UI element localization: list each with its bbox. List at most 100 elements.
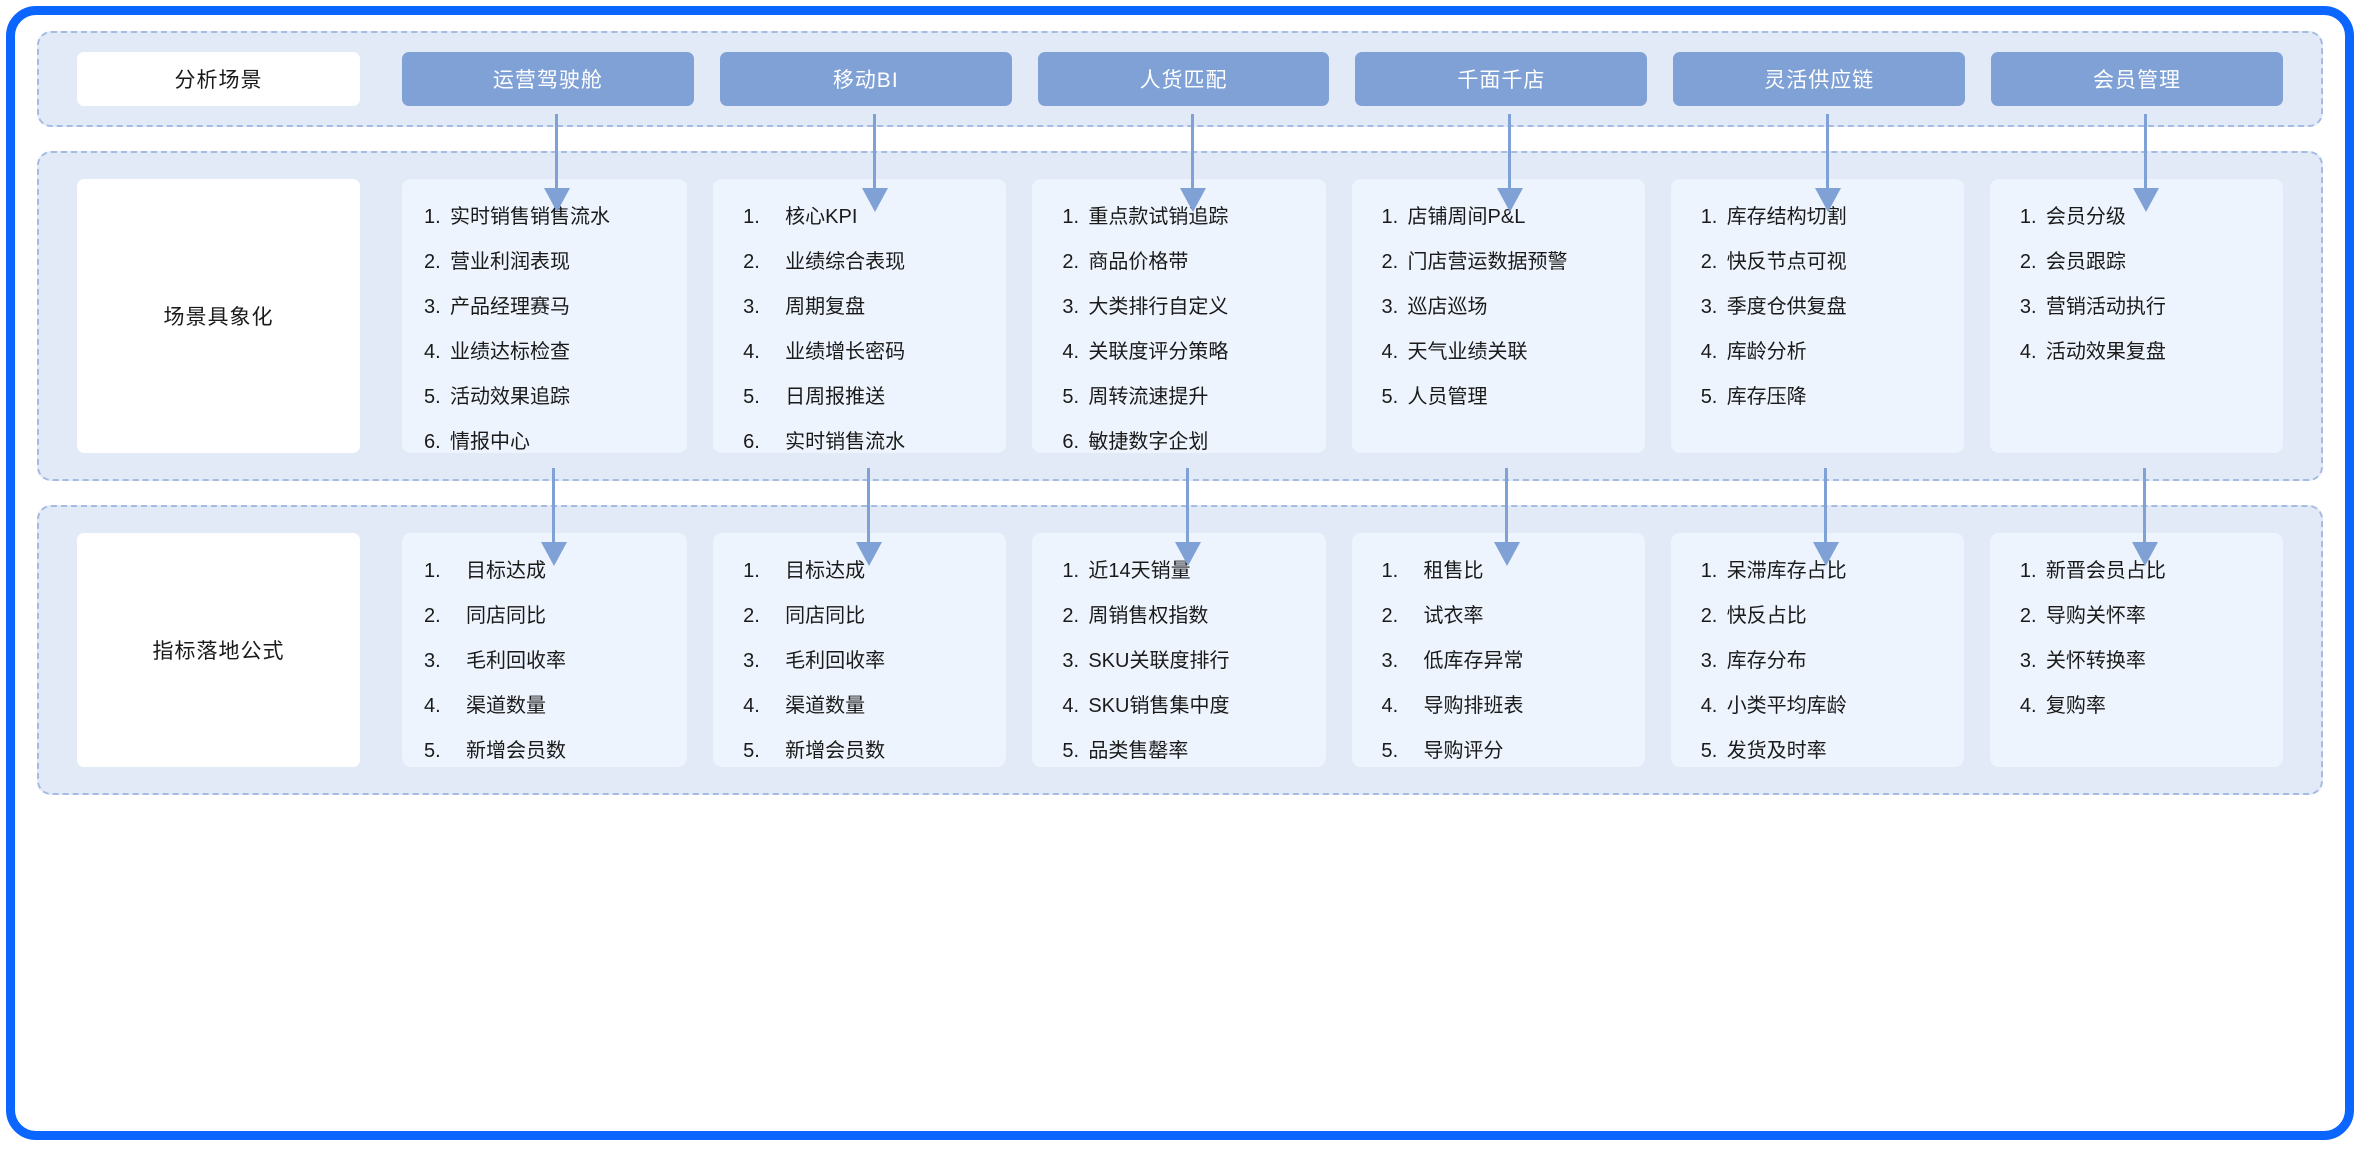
section-analysis-scenarios: 分析场景 运营驾驶舱移动BI 人货匹配千面千店灵活供应链会员管理 xyxy=(37,31,2323,127)
list-item: 3.大类排行自定义 xyxy=(1062,297,1303,317)
list-item-number: 4. xyxy=(743,695,760,717)
list-item: 1.新晋会员占比 xyxy=(2020,561,2261,581)
list-item-label: 业绩达标检查 xyxy=(450,341,570,363)
list-item-label: 呆滞库存占比 xyxy=(1726,560,1847,582)
list-item-label: 情报中心 xyxy=(450,431,530,453)
list-item-number: 2. xyxy=(1381,605,1399,627)
concretization-card-5: 1. 库存结构切割 2.快反节点可视 3.季度仓供复盘 4. 库龄分析 5.库存压降 xyxy=(1670,179,1964,453)
scenario-tab-1[interactable]: 运营驾驶舱 xyxy=(402,52,694,106)
list-item-label: 会员分级 xyxy=(2045,206,2126,228)
list-item: 1.租售比 xyxy=(1382,561,1623,581)
list-item: 2. 门店营运数据预警 xyxy=(1382,252,1623,272)
list-item-label: 店铺周间P&L xyxy=(1407,206,1526,228)
list-item: 2.同店同比 xyxy=(743,606,984,626)
list-item-label: 库存分布 xyxy=(1726,650,1807,672)
list-item: 4.业绩增长密码 xyxy=(743,342,984,362)
list-item-label: 新增会员数 xyxy=(785,740,886,762)
list-item: 2.试衣率 xyxy=(1382,606,1623,626)
list-item-label: 天气业绩关联 xyxy=(1407,341,1528,363)
list-item: 5.日周报推送 xyxy=(743,387,984,407)
list-item: 5.新增会员数 xyxy=(424,741,665,761)
connector-band-1 xyxy=(37,127,2323,151)
list-item-number: 1. xyxy=(424,560,441,582)
list-item-number: 2. xyxy=(424,251,441,273)
list-item-number: 4. xyxy=(1700,695,1718,717)
list-item: 2. 会员跟踪 xyxy=(2020,252,2261,272)
row-label-analysis-scenarios: 分析场景 xyxy=(77,52,360,106)
list-item-number: 2. xyxy=(2019,251,2037,273)
list-item: 4.天气业绩关联 xyxy=(1382,342,1623,362)
list-item: 5.新增会员数 xyxy=(743,741,984,761)
list-item: 1.呆滞库存占比 xyxy=(1701,561,1942,581)
list-item-number: 6. xyxy=(424,431,441,453)
list-item-number: 5. xyxy=(1062,740,1080,762)
list-item: 1.近14天销量 xyxy=(1062,561,1303,581)
list-item: 5.库存压降 xyxy=(1701,387,1942,407)
list-item: 4.业绩达标检查 xyxy=(424,342,665,362)
list-item: 2.业绩综合表现 xyxy=(743,252,984,272)
scenario-tab-5[interactable]: 灵活供应链 xyxy=(1673,52,1966,106)
list-item: 5.人员管理 xyxy=(1382,387,1623,407)
list-item-number: 1. xyxy=(424,206,441,228)
list-item-label: 目标达成 xyxy=(466,560,546,582)
list-item-number: 1. xyxy=(2019,206,2037,228)
list-item-label: 门店营运数据预警 xyxy=(1407,251,1568,273)
list-item: 4. 库龄分析 xyxy=(1701,342,1942,362)
list-item-label: 会员跟踪 xyxy=(2045,251,2126,273)
list-item: 3.周期复盘 xyxy=(743,297,984,317)
list-item: 6.实时销售流水 xyxy=(743,432,984,452)
list-item-number: 3. xyxy=(424,296,441,318)
list-item-number: 6. xyxy=(743,431,760,453)
list-item-number: 2. xyxy=(1381,251,1399,273)
list-item-number: 3. xyxy=(1381,296,1399,318)
list-item-number: 1. xyxy=(1700,206,1718,228)
list-item-label: 重点款试销追踪 xyxy=(1088,206,1229,228)
list-item-label: 人员管理 xyxy=(1407,386,1488,408)
list-item: 4.复购率 xyxy=(2020,696,2261,716)
scenario-tab-4[interactable]: 千面千店 xyxy=(1355,52,1648,106)
list-item-label: 库龄分析 xyxy=(1726,341,1807,363)
list-item-number: 4. xyxy=(1700,341,1718,363)
list-item: 2.同店同比 xyxy=(424,606,665,626)
list-item: 4.小类平均库龄 xyxy=(1701,696,1942,716)
list-item-number: 3. xyxy=(743,650,760,672)
list-item-label: 敏捷数字企划 xyxy=(1088,431,1209,453)
list-item: 3.毛利回收率 xyxy=(743,651,984,671)
list-item-label: 产品经理赛马 xyxy=(450,296,570,318)
list-item-number: 4. xyxy=(424,695,441,717)
list-item-label: 活动效果复盘 xyxy=(2045,341,2166,363)
list-item-label: 巡店巡场 xyxy=(1407,296,1488,318)
list-item: 1.店铺周间P&L xyxy=(1382,207,1623,227)
list-item: 5.活动效果追踪 xyxy=(424,387,665,407)
list-item-number: 1. xyxy=(743,206,760,228)
list-item-number: 3. xyxy=(2019,296,2037,318)
list-item: 5.导购评分 xyxy=(1382,741,1623,761)
list-item-label: 库存结构切割 xyxy=(1726,206,1847,228)
list-item: 3.季度仓供复盘 xyxy=(1701,297,1942,317)
list-item-number: 4. xyxy=(1062,341,1080,363)
list-item: 2.快反节点可视 xyxy=(1701,252,1942,272)
list-item-label: 毛利回收率 xyxy=(466,650,566,672)
list-item-label: 业绩增长密码 xyxy=(785,341,906,363)
scenario-tab-2[interactable]: 移动BI xyxy=(719,52,1012,106)
scenario-tab-3[interactable]: 人货匹配 xyxy=(1037,52,1330,106)
list-item-label: 低库存异常 xyxy=(1423,650,1524,672)
list-item-number: 6. xyxy=(1062,431,1080,453)
list-item-label: 目标达成 xyxy=(785,560,866,582)
list-item-label: 实时销售销售流水 xyxy=(450,206,610,228)
scenario-tab-6[interactable]: 会员管理 xyxy=(1991,52,2283,106)
column-gap xyxy=(360,179,402,453)
item-list: 1. 库存结构切割 2.快反节点可视 3.季度仓供复盘 4. 库龄分析 5.库存压降 xyxy=(1701,207,1942,407)
